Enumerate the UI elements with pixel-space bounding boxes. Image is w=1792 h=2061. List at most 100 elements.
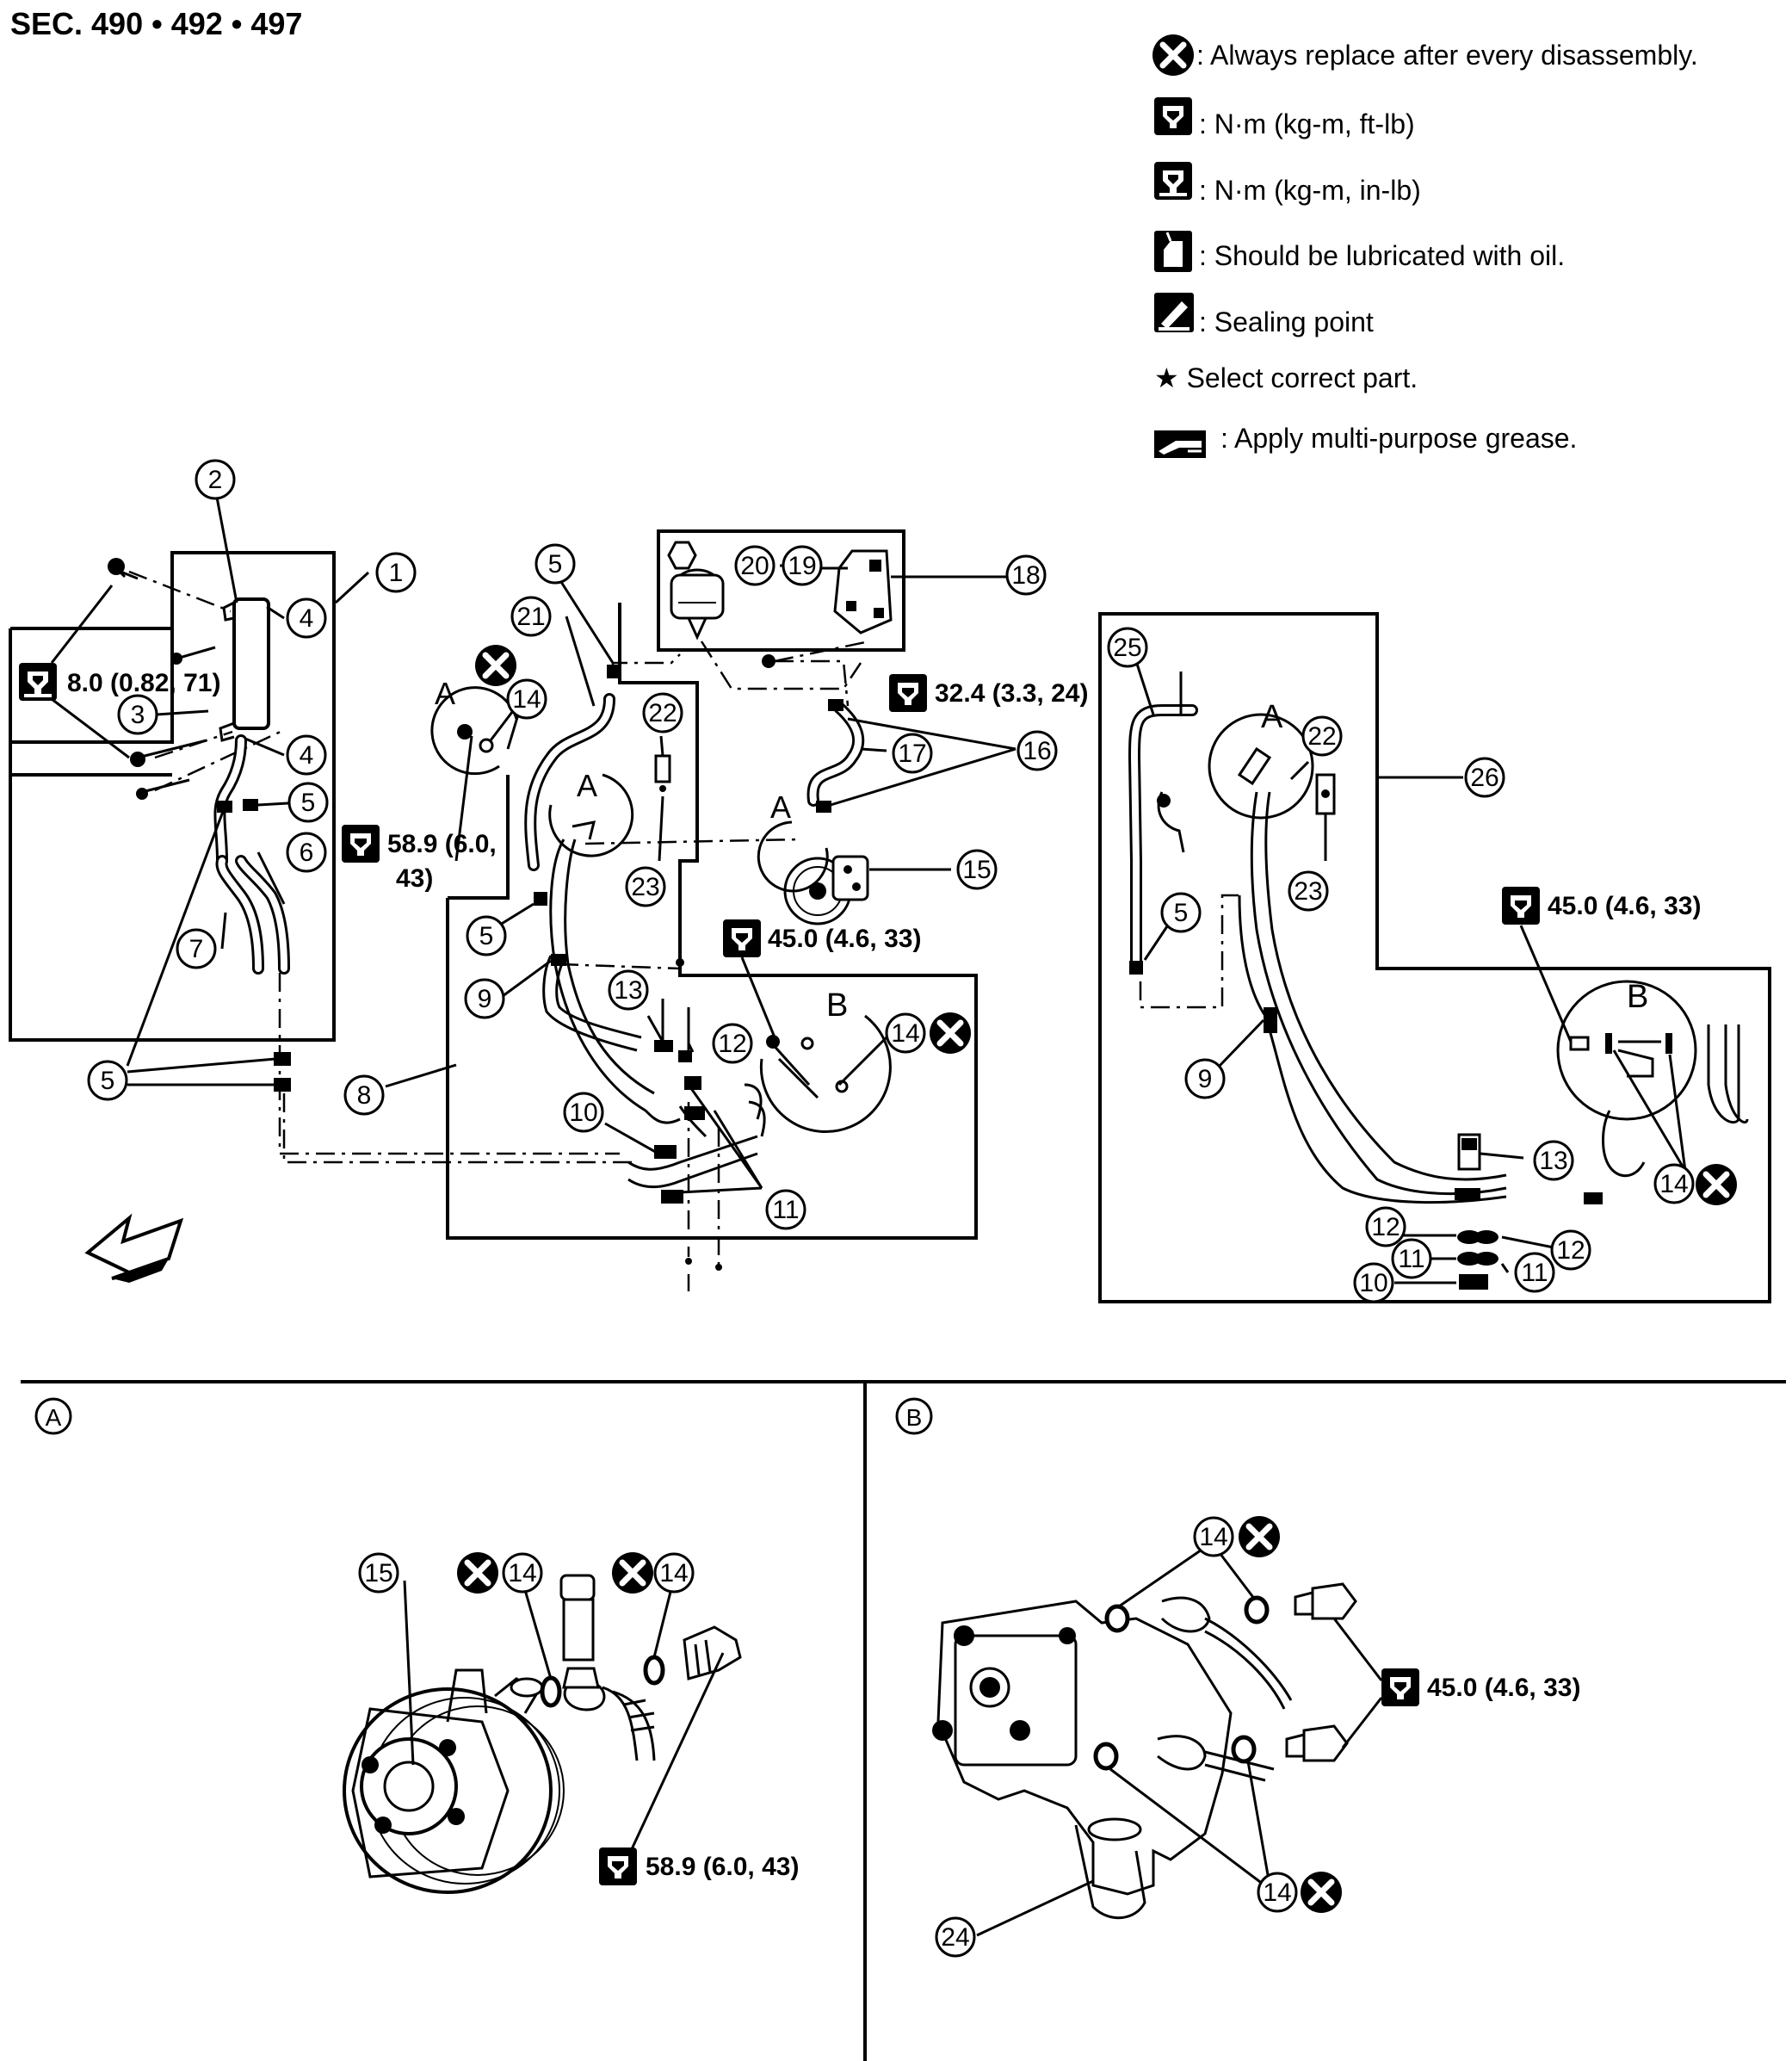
callout-c5b: 5 (466, 915, 507, 956)
callout-number: 13 (614, 976, 642, 1005)
callout-number: 8 (357, 1081, 372, 1110)
replace-x-icon (1152, 34, 1194, 76)
legend-text-ftlb: : N·m (kg-m, ft-lb) (1199, 108, 1415, 139)
callout-number: 18 (1011, 561, 1040, 590)
callout-number: 5 (301, 789, 316, 817)
torque-wrench-icon (1502, 887, 1540, 925)
replace-x-icon (930, 1012, 971, 1054)
pressure-switch-detail (559, 1574, 656, 1761)
callout-c9b: 9 (1184, 1058, 1226, 1099)
detail-label: A (770, 789, 791, 825)
oil-can-icon (1154, 231, 1192, 272)
replace-x-icon (475, 645, 516, 686)
legend-text-star: ★ Select correct part. (1154, 362, 1418, 393)
oil-cooler (232, 597, 270, 730)
callout-number: 10 (1359, 1269, 1387, 1297)
callout-number: 3 (131, 701, 145, 729)
callout-c10a: 10 (563, 1092, 604, 1133)
callout-number: 25 (1113, 634, 1141, 662)
torque-value: 43) (396, 864, 433, 893)
callout-c18: 18 (1005, 554, 1047, 596)
callout-c25: 25 (1107, 627, 1148, 668)
legend-text-grease: : Apply multi-purpose grease. (1220, 423, 1577, 454)
steering-gear-detail (932, 1600, 1233, 1920)
callout-c17: 17 (892, 733, 933, 774)
cooler-group (9, 551, 637, 1164)
callout-c20: 20 (734, 545, 776, 586)
callout-number: 14 (1659, 1170, 1688, 1198)
torque-value: 58.9 (6.0, (387, 830, 497, 858)
callout-c14b: 14 (885, 1012, 926, 1054)
callout-c7: 7 (176, 928, 217, 969)
detail-label: A (1261, 699, 1283, 735)
torque-value: 45.0 (4.6, 33) (768, 925, 921, 953)
torque-wrench-icon (1154, 97, 1192, 135)
callout-number: 14 (659, 1559, 688, 1588)
callout-c12c: 12 (1550, 1229, 1591, 1271)
sealing-icon (1154, 293, 1194, 332)
section-title: SEC. 490 • 492 • 497 (10, 6, 302, 41)
callout-number: 22 (648, 699, 677, 727)
callout-c14f: 14 (1193, 1516, 1234, 1557)
callout-c5e: 5 (87, 1060, 128, 1101)
callout-c10b: 10 (1353, 1262, 1394, 1303)
o-ring (1231, 1735, 1257, 1764)
callout-c4b: 4 (286, 734, 327, 776)
torque-wrench-icon (599, 1847, 637, 1885)
callout-c1: 1 (375, 552, 417, 593)
legend-text-replace: : Always replace after every disassembly… (1196, 40, 1698, 71)
callout-number: 21 (516, 603, 545, 631)
pressure-switch (654, 754, 671, 783)
callout-number: 5 (1174, 899, 1189, 927)
callout-c21: 21 (510, 596, 552, 637)
callout-c22a: 22 (642, 692, 683, 733)
callout-c24: 24 (935, 1916, 976, 1958)
callout-c9a: 9 (464, 978, 505, 1019)
o-ring (1093, 1742, 1119, 1771)
callout-number: 9 (1198, 1065, 1213, 1093)
callout-number: 2 (208, 466, 223, 494)
legend-text-sealing: : Sealing point (1199, 306, 1374, 337)
callout-number: 14 (1263, 1878, 1291, 1907)
callout-c11b: 11 (1391, 1238, 1432, 1279)
callout-number: 15 (962, 856, 991, 884)
callout-c14d: 14 (502, 1552, 543, 1594)
o-ring (540, 1675, 562, 1708)
o-ring (1244, 1595, 1270, 1625)
callout-c13a: 13 (608, 969, 649, 1011)
callout-number: 11 (772, 1196, 799, 1224)
torque-value: 8.0 (0.82, 71) (67, 669, 220, 697)
callout-c2: 2 (195, 459, 236, 500)
torque-value: 45.0 (4.6, 33) (1548, 892, 1701, 920)
callout-number: 14 (1199, 1523, 1227, 1551)
callout-c23b: 23 (1288, 870, 1329, 912)
eye-bolt (683, 1625, 742, 1680)
callout-number: 17 (898, 740, 926, 768)
legend-text-oil: : Should be lubricated with oil. (1199, 240, 1565, 271)
callout-c12a: 12 (712, 1023, 753, 1064)
torque-wrench-icon (723, 919, 761, 957)
callout-c23a: 23 (625, 866, 666, 907)
callout-c4a: 4 (286, 597, 327, 639)
callout-number: 20 (740, 552, 769, 580)
callout-number: 9 (478, 985, 492, 1013)
panel-label-b: B (906, 1404, 923, 1431)
callout-c6: 6 (286, 832, 327, 873)
callout-number: 22 (1307, 722, 1336, 751)
reservoir-cap (667, 541, 697, 570)
banjo-bolt (1285, 1724, 1349, 1762)
callout-c15a: 15 (956, 849, 998, 890)
callout-c8: 8 (343, 1074, 385, 1116)
replace-x-icon (1696, 1164, 1737, 1205)
torque-wrench-filled-icon (19, 663, 57, 701)
rhd-pipe-group: A B (1098, 612, 1771, 1303)
o-ring (643, 1655, 665, 1686)
replace-x-icon (1301, 1872, 1342, 1913)
callout-c14c: 14 (1653, 1163, 1695, 1204)
grease-icon (1154, 430, 1206, 458)
callout-number: 16 (1023, 737, 1051, 765)
callout-number: 1 (389, 559, 404, 587)
torque-value: 45.0 (4.6, 33) (1427, 1674, 1580, 1702)
callout-c16: 16 (1016, 730, 1058, 771)
